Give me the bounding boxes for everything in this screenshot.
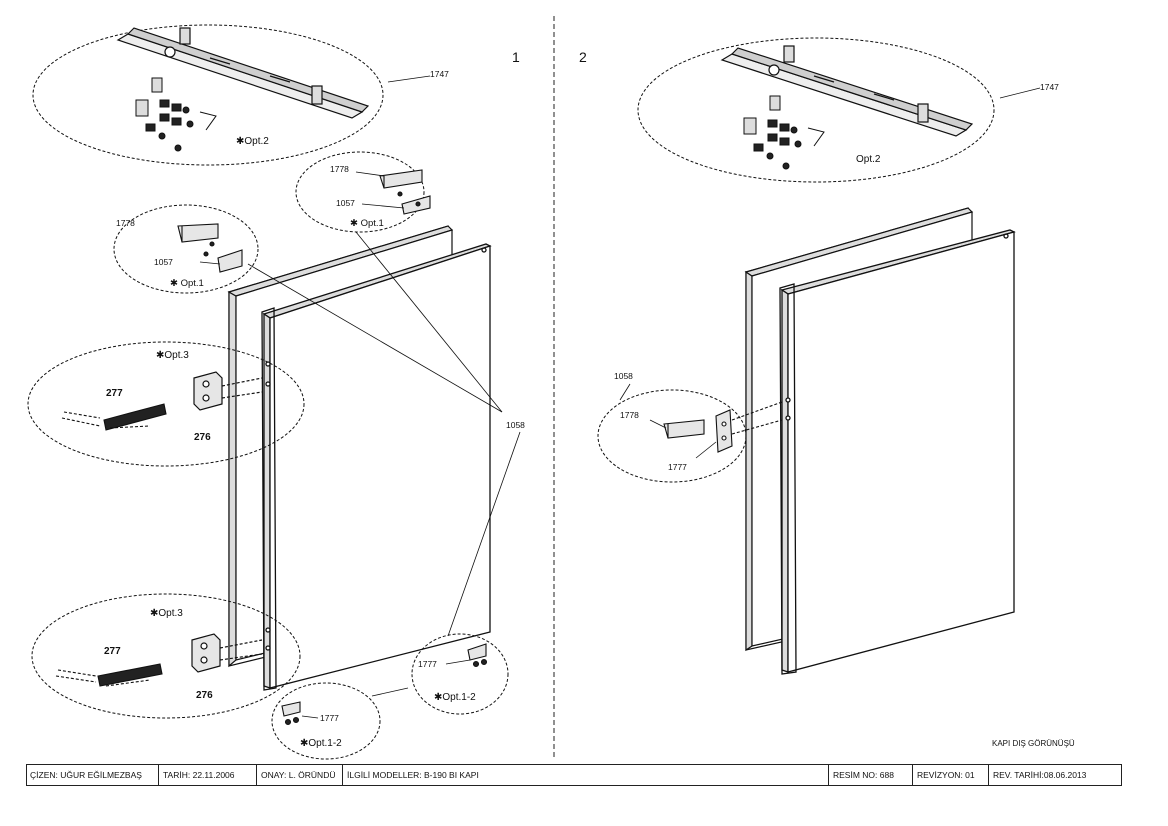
- detail-circle-opt3-bottom: [31, 593, 301, 719]
- label-opt2-left: ✱Opt.2: [236, 136, 269, 147]
- label-277-top: 277: [106, 388, 123, 399]
- title-block: [26, 764, 1122, 786]
- leaders-1058: [247, 231, 521, 637]
- label-1058-right: 1058: [614, 371, 633, 381]
- label-opt2-right: Opt.2: [856, 154, 881, 165]
- title-modeller: İLGİLİ MODELLER: B-190 BI KAPI: [342, 764, 828, 786]
- label-1778-right: 1778: [330, 164, 349, 174]
- hinge-block-276-top: [193, 371, 263, 411]
- detail-circle-1747-left: [32, 24, 384, 166]
- detail-circle-opt3-top: [27, 341, 305, 467]
- detail-circle-opt12-left: [271, 682, 381, 760]
- title-resim-no: RESİM NO: 688: [828, 764, 912, 786]
- bracket-1057-left: [203, 241, 243, 273]
- label-opt12-right: ✱Opt.1-2: [434, 692, 476, 703]
- hinge-block-276-bottom: [191, 633, 263, 673]
- detail-circle-opt1-right: [295, 151, 425, 233]
- bracket-1778-view2: [663, 419, 705, 439]
- leader-1747-left: [387, 75, 431, 83]
- label-1058-left: 1058: [506, 420, 525, 430]
- view-number-2: 2: [579, 49, 587, 65]
- view-1: 1747 ✱Opt.2 1778 1057 ✱ Opt.1 177: [27, 24, 525, 760]
- bracket-1777-left: [281, 701, 301, 726]
- label-276-bottom: 276: [196, 690, 213, 701]
- small-hardware-set-right: [743, 95, 825, 170]
- small-hardware-set-top: [135, 77, 217, 152]
- label-1777-right: 1777: [418, 659, 437, 669]
- title-onay: ONAY: L. ÖRÜNDÜ: [256, 764, 342, 786]
- view-number-1: 1: [512, 49, 520, 65]
- door-front-1: [261, 243, 492, 691]
- bracket-1057-right: [397, 191, 431, 215]
- view-2: 1747 Opt.2: [597, 37, 1075, 748]
- label-1747-right: 1747: [1040, 82, 1059, 92]
- bracket-1777-view2: [715, 401, 783, 453]
- bracket-1778-right: [379, 169, 423, 189]
- title-tarih: TARİH: 22.11.2006: [158, 764, 256, 786]
- hinge-bracket-1747: [116, 27, 370, 119]
- view-caption: KAPI DIŞ GÖRÜNÜŞÜ: [992, 739, 1075, 748]
- label-1778-view2: 1778: [620, 410, 639, 420]
- hinge-bracket-1747-right: [720, 45, 974, 137]
- detail-circle-opt1-left: [113, 204, 259, 294]
- detail-circle-opt12-right: [411, 633, 509, 715]
- bracket-1777-right: [467, 643, 488, 668]
- label-opt1-left: ✱ Opt.1: [170, 278, 204, 289]
- label-277-bottom: 277: [104, 646, 121, 657]
- title-rev-tarihi: REV. TARİHİ:08.06.2013: [988, 764, 1122, 786]
- bracket-1778-left: [177, 223, 219, 243]
- label-opt3-bottom: ✱Opt.3: [150, 608, 183, 619]
- title-revizyon: REVİZYON: 01: [912, 764, 988, 786]
- hinge-plate-277-top: [61, 403, 167, 431]
- label-1778-left: 1778: [116, 218, 135, 228]
- label-1057-right: 1057: [336, 198, 355, 208]
- label-276-top: 276: [194, 432, 211, 443]
- label-opt1-right: ✱ Opt.1: [350, 218, 384, 229]
- label-opt12-left: ✱Opt.1-2: [300, 738, 342, 749]
- detail-circle-1747-right: [637, 37, 995, 183]
- detail-circle-right-1058: [597, 389, 747, 483]
- label-1777-left: 1777: [320, 713, 339, 723]
- hinge-plate-277-bottom: [55, 663, 163, 687]
- title-cizen: ÇİZEN: UĞUR EĞİLMEZBAŞ: [30, 770, 142, 780]
- label-1777-view2: 1777: [668, 462, 687, 472]
- label-1747-left: 1747: [430, 69, 449, 79]
- door-front-2: [779, 229, 1016, 675]
- label-1057-left: 1057: [154, 257, 173, 267]
- label-opt3-top: ✱Opt.3: [156, 350, 189, 361]
